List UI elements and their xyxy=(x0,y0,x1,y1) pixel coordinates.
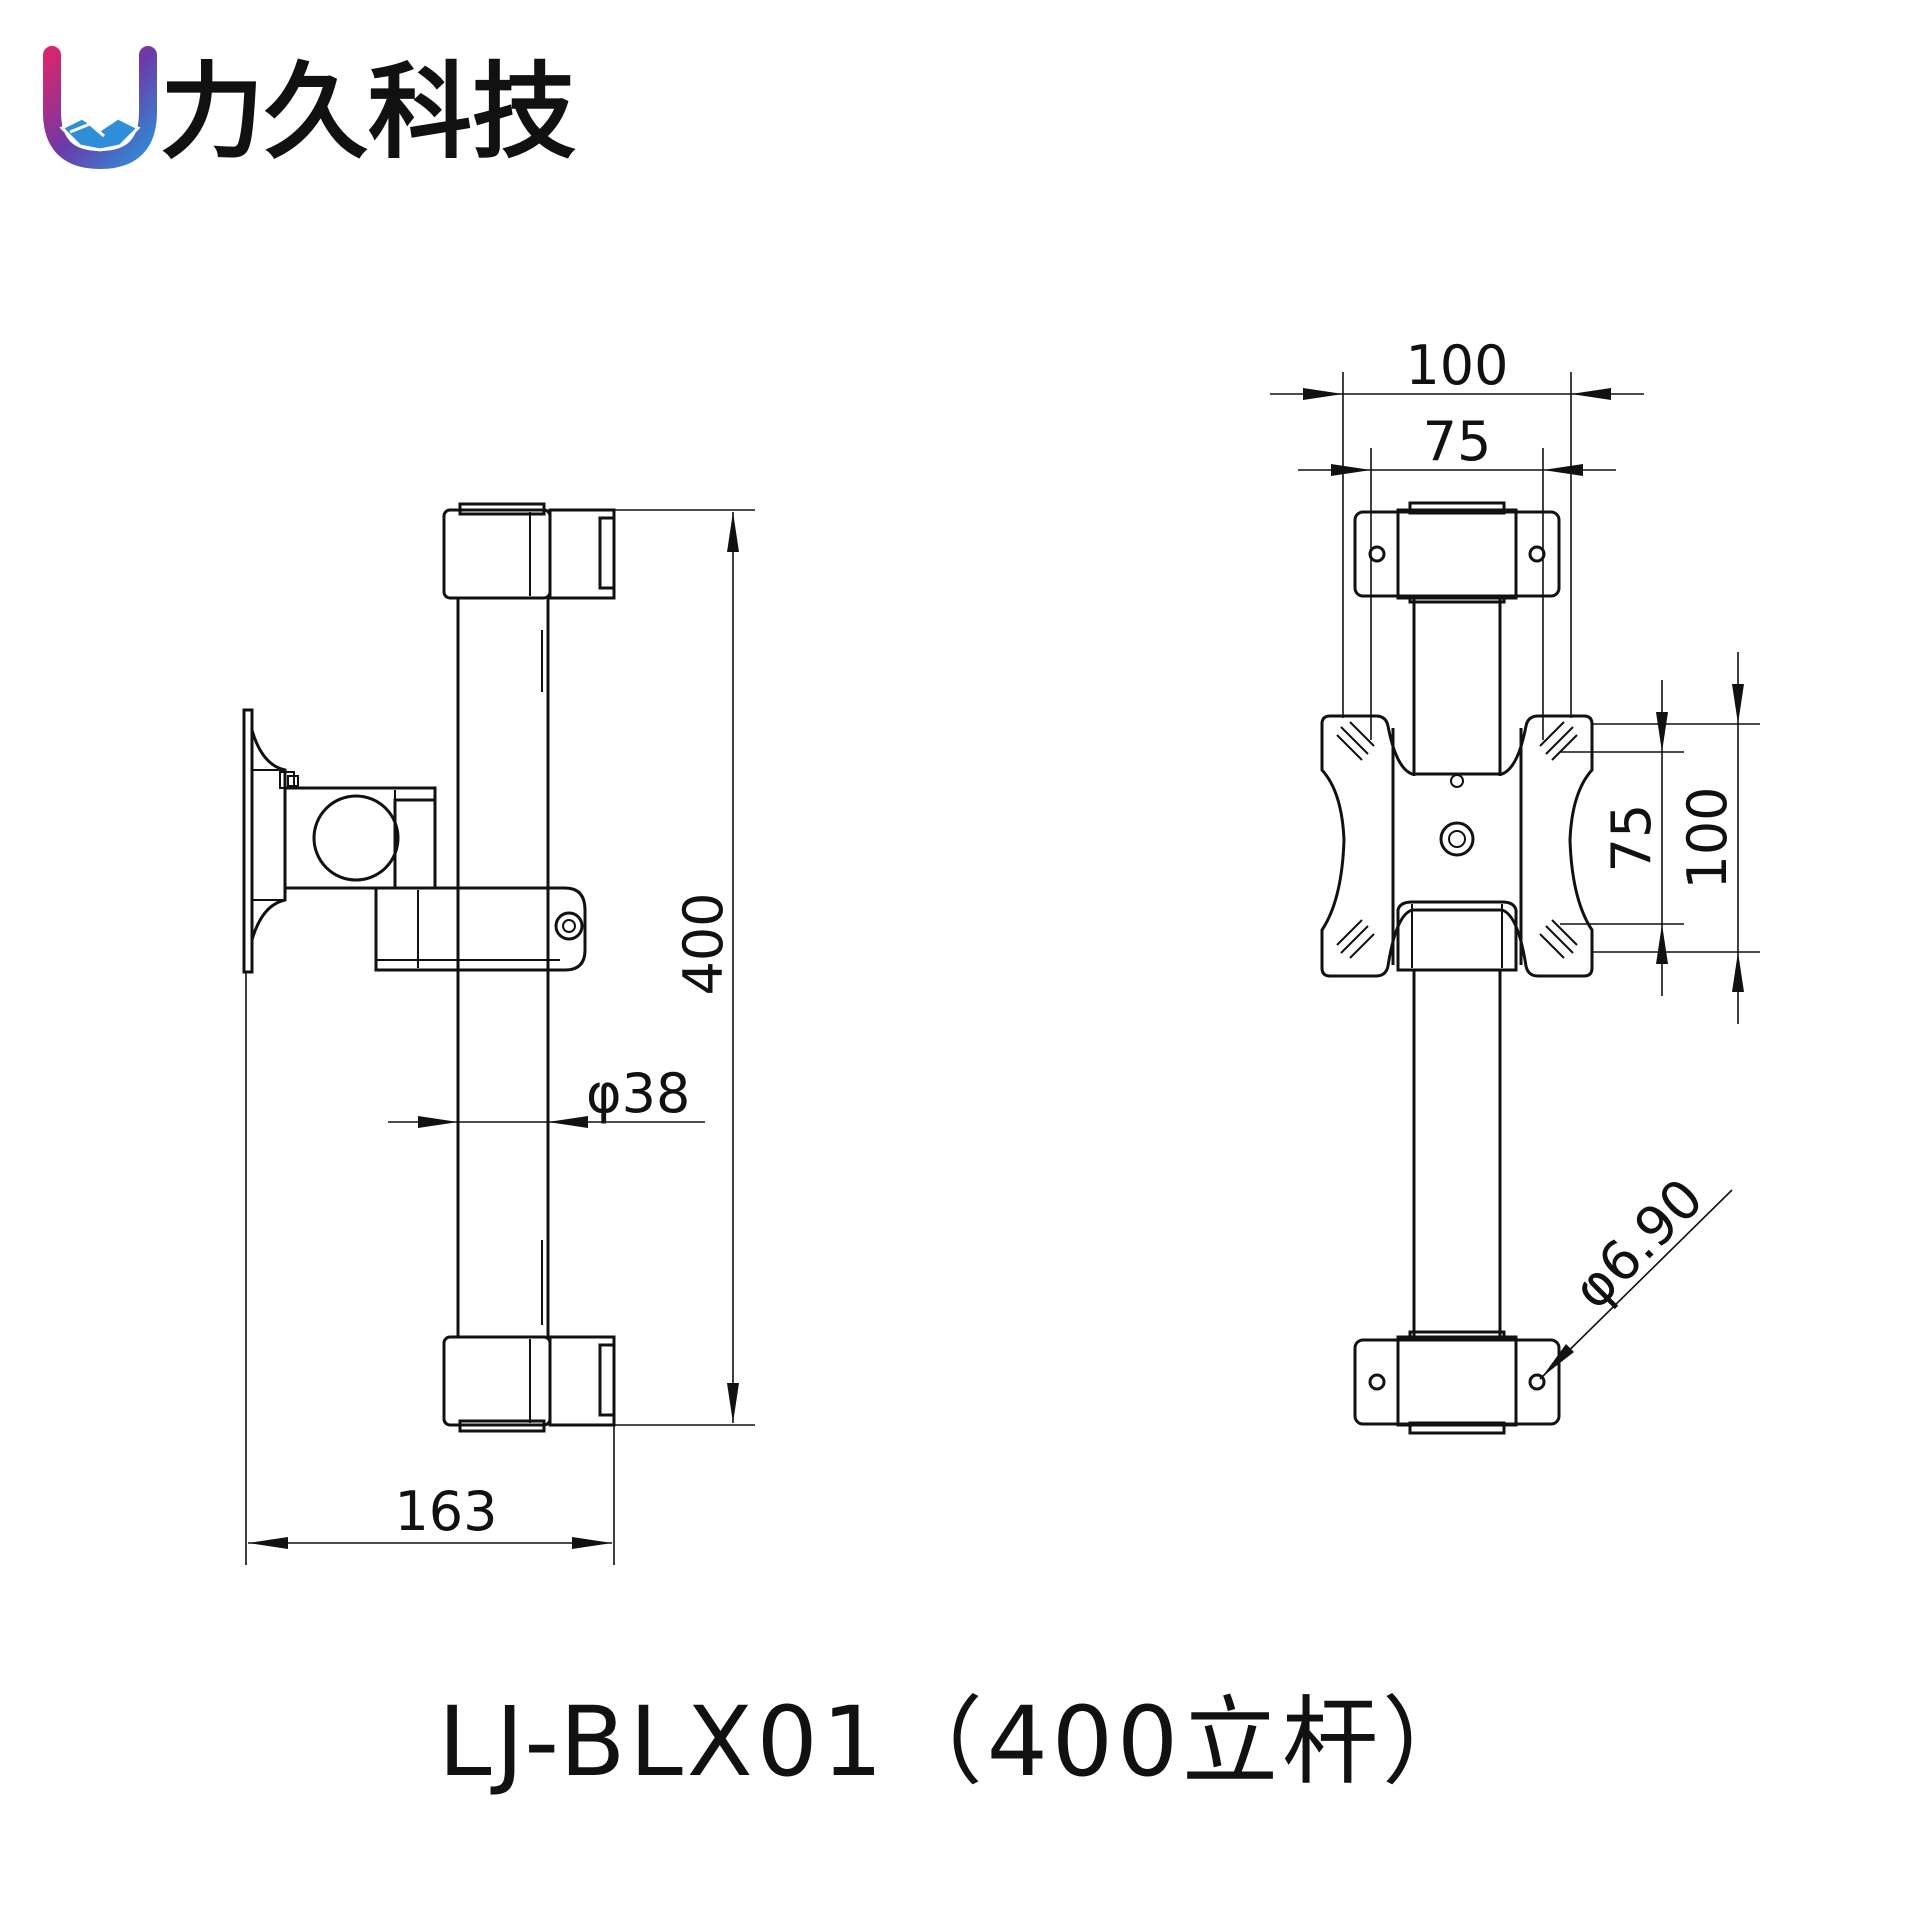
side-vesa-plate xyxy=(242,708,287,974)
mount-hole xyxy=(1528,1373,1546,1391)
dim-hole-diameter: φ6.90 xyxy=(1539,1166,1733,1380)
mount-hole xyxy=(1368,545,1386,563)
front-view: 100 75 75 100 xyxy=(1270,334,1760,1435)
front-mid-clamp xyxy=(1396,900,1518,972)
dim-text-front-width-outer: 100 xyxy=(1405,334,1508,397)
front-top-clamp xyxy=(1353,501,1561,604)
dim-text-side-depth: 163 xyxy=(394,1480,497,1543)
center-bolt xyxy=(1439,821,1475,857)
dim-side-depth: 163 xyxy=(245,972,615,1565)
side-view: 400 φ38 163 xyxy=(242,502,755,1565)
dim-pole-diameter: φ38 xyxy=(388,1062,705,1128)
drawing-caption: LJ-BLX01（400立杆） xyxy=(438,1686,1482,1798)
mount-hole xyxy=(1528,545,1546,563)
dim-front-height-inner: 75 xyxy=(1560,680,1684,996)
side-pole xyxy=(456,598,550,1337)
dim-front-height-outer: 100 xyxy=(1592,652,1760,1024)
dim-text-hole-diameter: φ6.90 xyxy=(1561,1166,1716,1321)
dim-text-side-height: 400 xyxy=(672,892,735,995)
side-bottom-clamp xyxy=(442,1335,616,1433)
brand-name: 力久科技 xyxy=(160,51,576,173)
side-tilt-head xyxy=(279,771,437,890)
front-bottom-clamp xyxy=(1353,1330,1561,1435)
vesa-slot xyxy=(1336,721,1375,761)
dim-text-front-width-inner: 75 xyxy=(1423,410,1492,473)
brand-logo: 力久科技 xyxy=(43,46,576,173)
side-mid-clamp xyxy=(374,886,587,972)
side-top-clamp xyxy=(442,502,616,600)
vesa-slot xyxy=(1539,721,1578,761)
dim-front-width-inner: 75 xyxy=(1298,410,1616,740)
front-vesa-plate xyxy=(1320,714,1594,978)
u-handshake-logo-icon xyxy=(43,46,157,170)
dim-text-front-height-inner: 75 xyxy=(1600,804,1663,873)
dim-side-height: 400 xyxy=(614,509,755,1426)
vesa-slot xyxy=(1336,919,1375,959)
dim-front-width-outer: 100 xyxy=(1270,334,1644,718)
mount-hole xyxy=(1368,1373,1386,1391)
dim-text-pole-diameter: φ38 xyxy=(586,1062,690,1125)
dim-text-front-height-outer: 100 xyxy=(1676,786,1739,889)
vesa-slot xyxy=(1539,919,1578,959)
front-pole xyxy=(1412,597,1502,1337)
